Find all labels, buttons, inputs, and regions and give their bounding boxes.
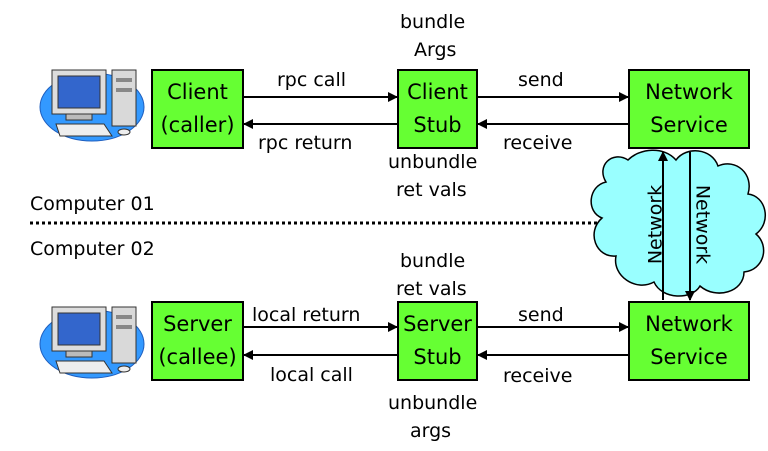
rpc-call-label: rpc call — [277, 69, 347, 91]
server-box-line1: Server — [163, 312, 232, 337]
network-cloud — [590, 149, 766, 297]
local-return-label: local return — [252, 304, 361, 326]
bundle-args-line1: bundle — [400, 11, 466, 33]
client-stub-line1: Client — [407, 80, 468, 105]
client-stub-line2: Stub — [413, 113, 462, 137]
network-service-top-line1: Network — [645, 80, 733, 105]
client-stub-box: Client Stub — [397, 69, 478, 149]
computer-01-label: Computer 01 — [30, 193, 155, 215]
server-box-line2: (callee) — [158, 345, 237, 369]
local-call-label: local call — [270, 364, 353, 386]
rpc-return-label: rpc return — [258, 132, 353, 154]
receive-top-label: receive — [503, 132, 573, 154]
unbundle-ret-line1: unbundle — [388, 151, 478, 173]
network-right-label: Network — [691, 184, 714, 265]
server-stub-line2: Stub — [413, 345, 462, 369]
network-service-top-box: Network Service — [628, 69, 750, 149]
server-stub-line1: Server — [403, 312, 472, 337]
network-service-top-line2: Service — [650, 113, 728, 137]
network-left-label: Network — [644, 184, 667, 265]
unbundle-ret-line2: ret vals — [396, 179, 467, 201]
client-box-line1: Client — [167, 80, 228, 105]
bundle-ret-line2: ret vals — [396, 278, 467, 300]
computer-02-label: Computer 02 — [30, 238, 155, 260]
unbundle-args-line1: unbundle — [388, 392, 478, 414]
network-service-bottom-line1: Network — [645, 312, 733, 337]
send-bottom-label: send — [518, 304, 564, 326]
bundle-args-line2: Args — [414, 39, 457, 61]
server-box: Server (callee) — [151, 301, 244, 381]
bundle-ret-line1: bundle — [400, 250, 466, 272]
receive-bottom-label: receive — [503, 365, 573, 387]
network-service-bottom-box: Network Service — [628, 301, 750, 381]
network-service-bottom-line2: Service — [650, 345, 728, 369]
client-box-line2: (caller) — [160, 113, 235, 137]
computer-icon-top — [39, 69, 145, 142]
client-box: Client (caller) — [151, 69, 244, 149]
send-top-label: send — [518, 69, 564, 91]
server-stub-box: Server Stub — [397, 301, 478, 381]
computer-icon-bottom — [39, 306, 145, 379]
unbundle-args-line2: args — [410, 420, 452, 442]
